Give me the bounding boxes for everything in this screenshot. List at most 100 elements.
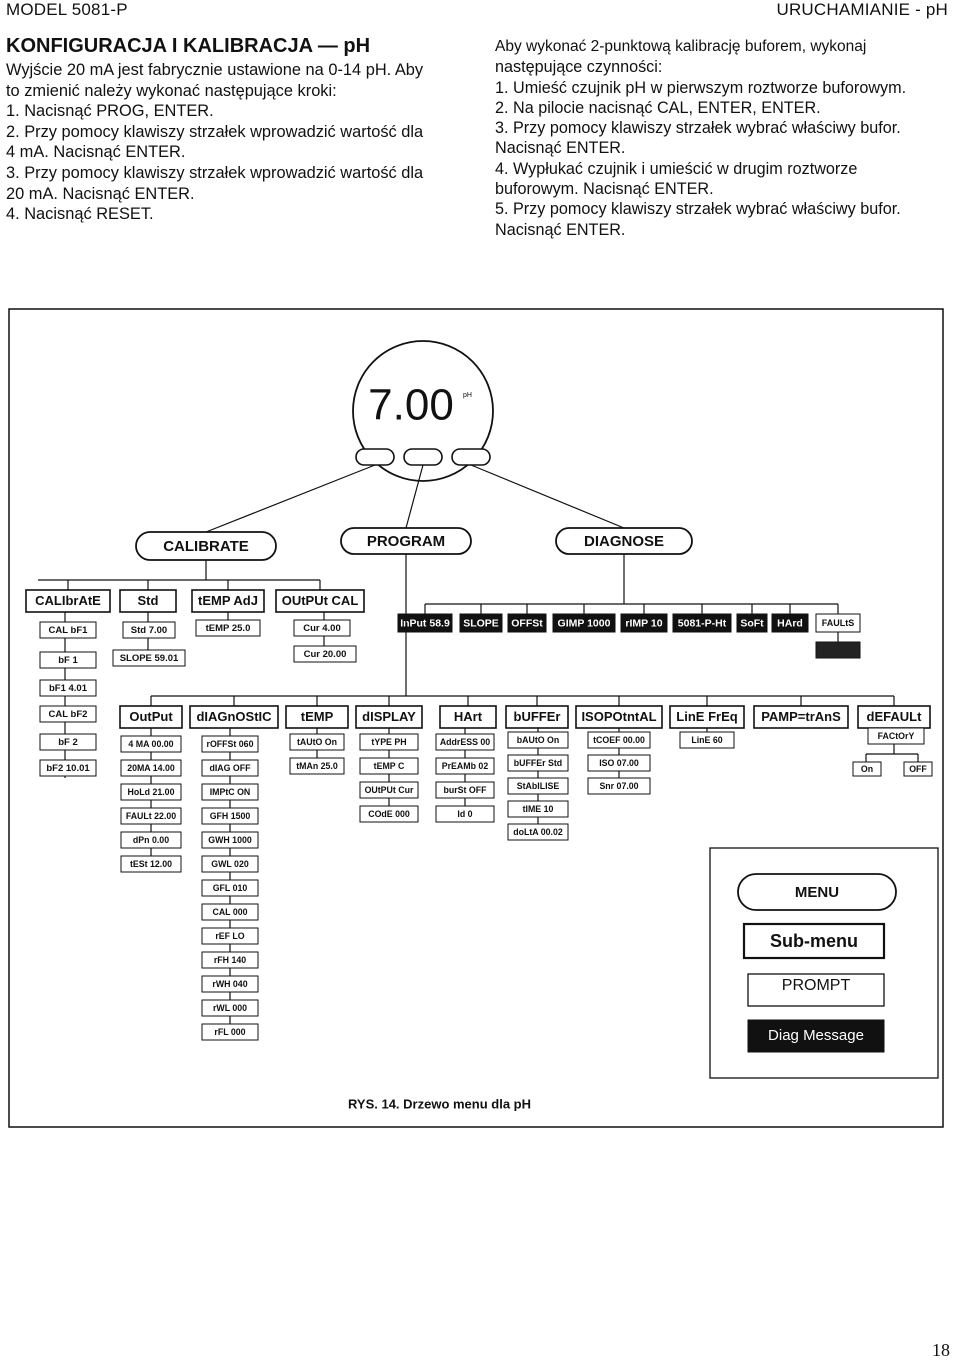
calibration-instructions: Aby wykonać 2-punktową kalibrację bufore… — [495, 37, 955, 240]
diagnose-item: SoFt — [740, 617, 764, 629]
diagnostic-item-box — [201, 807, 259, 825]
diagnose-item-box — [552, 613, 616, 633]
program-submenu-pamp: PAMP=trAnS — [761, 709, 841, 724]
isopotential-item: Snr 07.00 — [599, 781, 638, 791]
calibrate-item-box — [39, 679, 97, 697]
diagnostic-item-box — [201, 951, 259, 969]
diagnostic-item-box — [201, 759, 259, 777]
outputcal-item: Cur 20.00 — [304, 649, 347, 660]
diagram-frame — [8, 308, 944, 1128]
outputcal-item-box — [293, 645, 357, 663]
calibrate-submenu-std: Std — [138, 593, 159, 608]
program-submenu-isopotential: ISOPOtntAL — [581, 709, 656, 724]
display-value: 7.00 — [368, 381, 454, 430]
config-line: 3. Przy pomocy klawiszy strzałek wprowad… — [6, 163, 424, 182]
diagnostic-item: rOFFSt 060 — [207, 739, 254, 749]
program-submenu-default: dEFAULt — [867, 709, 923, 724]
calibration-line: następujące czynności: — [495, 58, 663, 77]
std-item: Std 7.00 — [131, 625, 167, 636]
key-calibrate-line — [205, 464, 376, 533]
config-line: 4. Nacisnąć RESET. — [6, 205, 154, 224]
buffer-item-box — [507, 777, 569, 795]
diagnostic-item-box — [201, 927, 259, 945]
hart-item: Id 0 — [457, 809, 472, 819]
isopotential-item: ISO 07.00 — [599, 758, 639, 768]
output-item-box — [120, 831, 182, 849]
program-submenu-buffer: bUFFEr — [514, 709, 561, 724]
calibration-line: Nacisnąć ENTER. — [495, 139, 626, 158]
line_freq-item-box — [679, 731, 735, 749]
calibration-line: 3. Przy pomocy klawiszy strzałek wybrać … — [495, 119, 901, 138]
default-item: On — [861, 764, 873, 774]
display-item: OUtPUt Cur — [365, 785, 414, 795]
calibrate-item-box — [39, 621, 97, 639]
diagnostic-item-box — [201, 831, 259, 849]
default-item-box — [852, 761, 882, 777]
diagnostic-item: CAL 000 — [212, 907, 247, 917]
hart-item: burSt OFF — [443, 785, 487, 795]
program-submenu-hart-box — [439, 705, 497, 729]
program-submenu-temp: tEMP — [301, 709, 334, 724]
config-line: 2. Przy pomocy klawiszy strzałek wprowad… — [6, 122, 424, 141]
std-item-box — [112, 649, 186, 667]
diagnose-item: 5081-P-Ht — [678, 617, 727, 629]
calibrate-submenu-output_cal: OUtPUt CAL — [282, 593, 359, 608]
isopotential-item-box — [587, 777, 651, 795]
output-item: 20MA 14.00 — [127, 763, 175, 773]
display-item: tEMP C — [374, 761, 405, 771]
display-item: COdE 000 — [368, 809, 410, 819]
tempadj-item-box — [195, 619, 261, 637]
calibrate-item: bF 1 — [58, 655, 78, 666]
config-title: KONFIGURACJA I KALIBRACJA — pH — [6, 35, 371, 57]
display-item-box — [359, 805, 419, 823]
program-submenu-diagnostic: dIAGnOStIC — [196, 709, 272, 724]
calibrate-item: bF2 10.01 — [46, 763, 90, 774]
display-unit: pH — [463, 392, 472, 399]
legend-prompt-box — [747, 973, 885, 1007]
diagnostic-item: rFH 140 — [214, 955, 246, 965]
default-item-box — [903, 761, 933, 777]
hart-item-box — [435, 757, 495, 775]
line_freq-item: LinE 60 — [691, 735, 722, 745]
display-item-box — [359, 781, 419, 799]
config-line: Wyjście 20 mA jest fabrycznie ustawione … — [6, 61, 424, 79]
diagnose-item: FAULtS — [822, 618, 855, 628]
diagnose-item: GIMP 1000 — [558, 617, 611, 629]
config-line: 20 mA. Nacisnąć ENTER. — [6, 184, 195, 203]
diagnostic-item: GWL 020 — [211, 859, 249, 869]
display-item: tYPE PH — [371, 737, 406, 747]
legend-submenu: Sub-menu — [770, 931, 858, 951]
buffer-item-box — [507, 800, 569, 818]
output-item-box — [120, 807, 182, 825]
program-submenu-diagnostic-box — [189, 705, 279, 729]
display-key — [355, 448, 395, 466]
diagnose-item: HArd — [777, 617, 803, 629]
diagnose-item-box — [672, 613, 732, 633]
calibrate-item-box — [39, 759, 97, 777]
program-submenu-pamp-box — [753, 705, 849, 729]
default-item: OFF — [909, 764, 927, 774]
diagnose-menu: DIAGNOSE — [584, 533, 664, 550]
faults-detail-box — [815, 641, 861, 659]
key-diagnose-line — [470, 464, 625, 529]
diagnostic-item-box — [201, 783, 259, 801]
diagnostic-item-box — [201, 1023, 259, 1041]
buffer-item-box — [507, 731, 569, 749]
key-program-line — [405, 464, 424, 529]
hart-item: AddrESS 00 — [440, 737, 490, 747]
temp-item-box — [289, 733, 345, 751]
program-submenu-line_freq: LinE FrEq — [676, 709, 737, 724]
diagnostic-item: GFL 010 — [213, 883, 248, 893]
diagnostic-item: dIAG OFF — [209, 763, 251, 773]
outputcal-item-box — [293, 619, 351, 637]
calibrate-item-box — [39, 705, 97, 723]
isopotential-item-box — [587, 731, 651, 749]
calibrate-item: bF1 4.01 — [49, 683, 88, 694]
program-submenu-display: dISPLAY — [362, 709, 416, 724]
diagnose-item: OFFSt — [511, 617, 543, 629]
diagnose-item-box — [397, 613, 453, 633]
program-submenu-buffer-box — [505, 705, 569, 729]
calibration-line: Nacisnąć ENTER. — [495, 220, 626, 239]
